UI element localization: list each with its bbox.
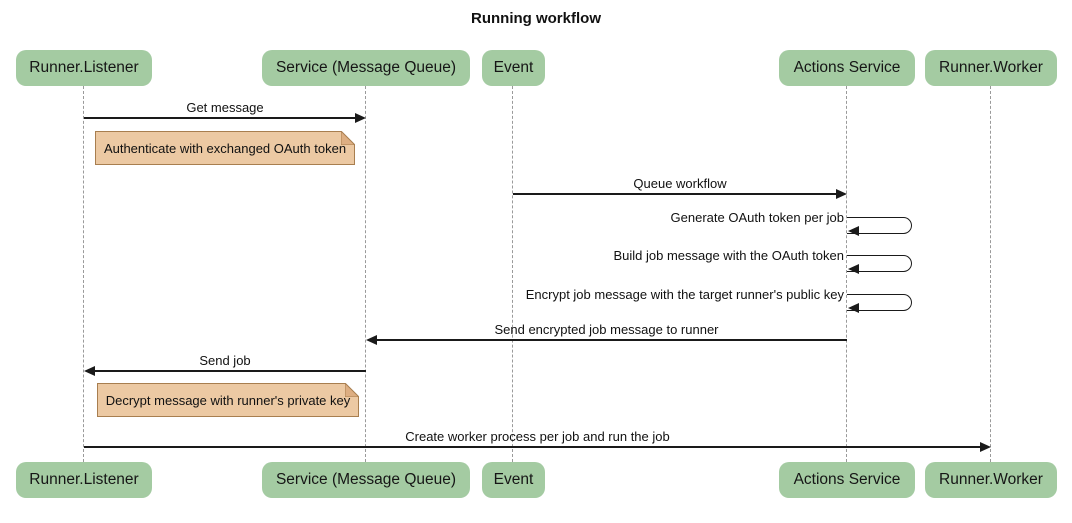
arrowhead-right (980, 442, 991, 452)
lifeline-event (512, 86, 513, 462)
message-label: Create worker process per job and run th… (405, 429, 670, 444)
note-text: Authenticate with exchanged OAuth token (103, 140, 347, 156)
actor-runner-worker-top: Runner.Worker (925, 50, 1057, 86)
message-label: Encrypt job message with the target runn… (525, 287, 844, 302)
note-text: Decrypt message with runner's private ke… (105, 392, 351, 408)
lifeline-runner-listener (83, 86, 84, 462)
actor-service-message-queue-bottom: Service (Message Queue) (262, 462, 470, 498)
arrowhead-left (848, 303, 859, 313)
message-line (84, 446, 982, 448)
message-label: Send job (199, 353, 251, 368)
actor-event-top: Event (482, 50, 545, 86)
arrowhead-right (355, 113, 366, 123)
arrowhead-left (848, 226, 859, 236)
actor-runner-listener-top: Runner.Listener (16, 50, 152, 86)
message-label: Send encrypted job message to runner (494, 322, 719, 337)
arrowhead-left (84, 366, 95, 376)
actor-service-message-queue-top: Service (Message Queue) (262, 50, 470, 86)
note-authenticate: Authenticate with exchanged OAuth token (95, 131, 355, 165)
arrowhead-right (836, 189, 847, 199)
message-line (93, 370, 366, 372)
arrowhead-left (366, 335, 377, 345)
lifeline-actions-service (846, 86, 847, 462)
self-loop-line (847, 217, 912, 234)
actor-event-bottom: Event (482, 462, 545, 498)
actor-runner-worker-bottom: Runner.Worker (925, 462, 1057, 498)
message-label: Generate OAuth token per job (670, 210, 844, 225)
message-label: Build job message with the OAuth token (613, 248, 844, 263)
self-loop-line (847, 255, 912, 272)
message-line (513, 193, 838, 195)
note-decrypt: Decrypt message with runner's private ke… (97, 383, 359, 417)
message-line (375, 339, 847, 341)
diagram-title: Running workflow (471, 10, 601, 27)
note-fold-icon (345, 383, 359, 397)
message-label: Get message (186, 100, 264, 115)
message-line (84, 117, 357, 119)
arrowhead-left (848, 264, 859, 274)
actor-actions-service-top: Actions Service (779, 50, 915, 86)
lifeline-runner-worker (990, 86, 991, 462)
lifeline-service-message-queue (365, 86, 366, 462)
message-label: Queue workflow (633, 176, 727, 191)
self-loop-line (847, 294, 912, 311)
actor-runner-listener-bottom: Runner.Listener (16, 462, 152, 498)
note-fold-icon (341, 131, 355, 145)
actor-actions-service-bottom: Actions Service (779, 462, 915, 498)
